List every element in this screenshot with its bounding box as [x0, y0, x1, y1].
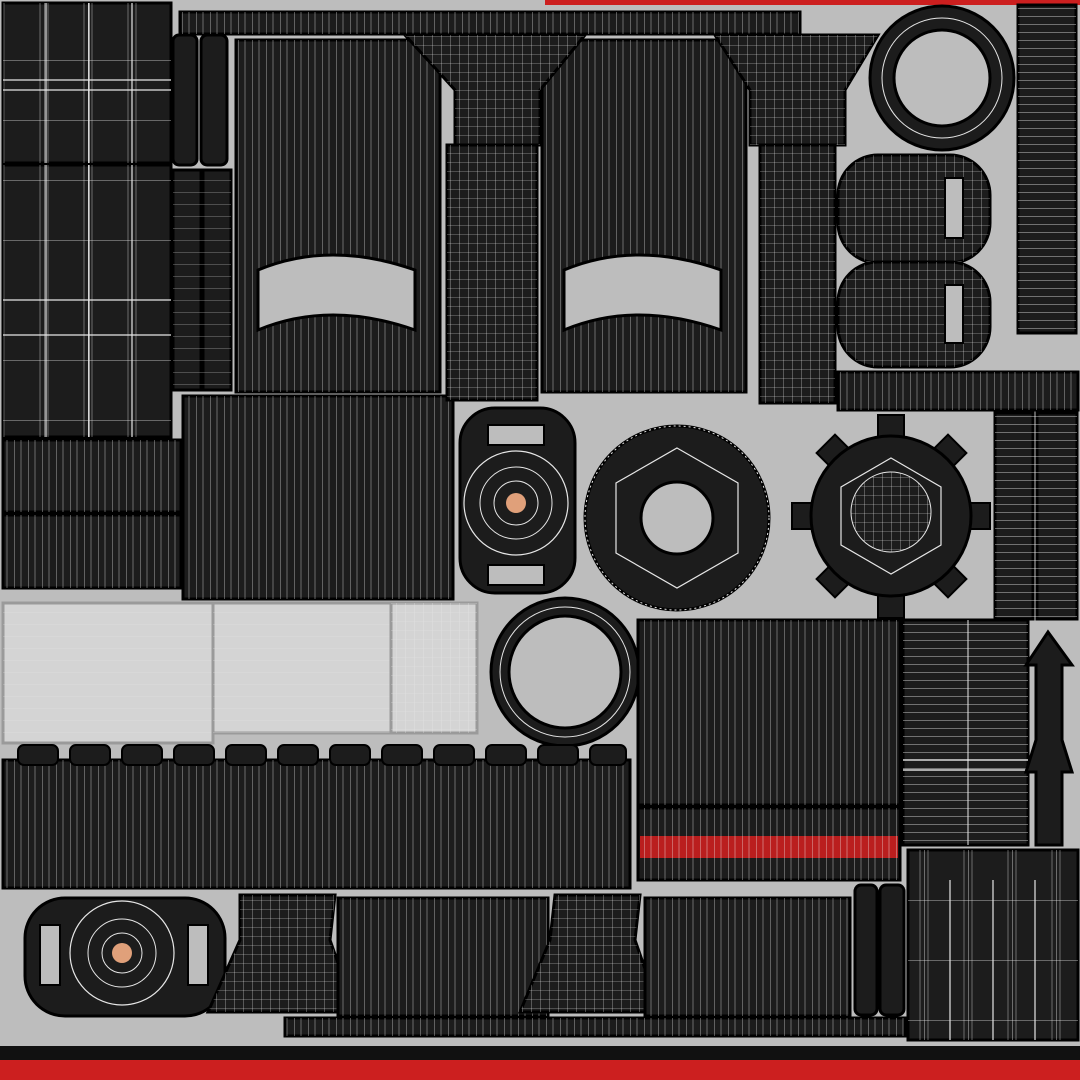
right-wavy-strips [993, 411, 1079, 621]
gear [791, 414, 991, 619]
bracket-b [540, 38, 748, 394]
bottom-red-bar [0, 1060, 1080, 1080]
bottom-bracket-row [205, 883, 907, 1038]
ring-mid [489, 596, 641, 748]
bracket-a [234, 38, 442, 394]
center-right-block [636, 618, 902, 807]
bottom-dark-bar [0, 1046, 1080, 1060]
center-left-block [181, 394, 455, 601]
bottom-comb [1, 744, 632, 890]
ring-top [868, 4, 1016, 152]
top-red-bar [545, 0, 1080, 5]
red-stripe-block [636, 806, 902, 882]
top-left-column-block [1, 1, 173, 165]
pin-dot [506, 493, 526, 513]
right-center-blocks [901, 618, 1030, 847]
post-b [712, 33, 881, 405]
post-a [401, 33, 589, 402]
pin-dot [112, 943, 132, 963]
bulb-b [836, 260, 992, 369]
hub-bottom [23, 896, 227, 1018]
bulb-a [836, 153, 992, 265]
right-edge-strip [1016, 3, 1078, 335]
bottom-right-block [906, 848, 1080, 1042]
left-tall-block [1, 163, 173, 439]
left-lower-block [1, 438, 183, 590]
arrow-strip [1023, 629, 1075, 847]
light-panel [1, 601, 479, 745]
nut-washer [583, 424, 771, 612]
hub-center [458, 406, 577, 595]
small-column-pieces [171, 33, 233, 392]
